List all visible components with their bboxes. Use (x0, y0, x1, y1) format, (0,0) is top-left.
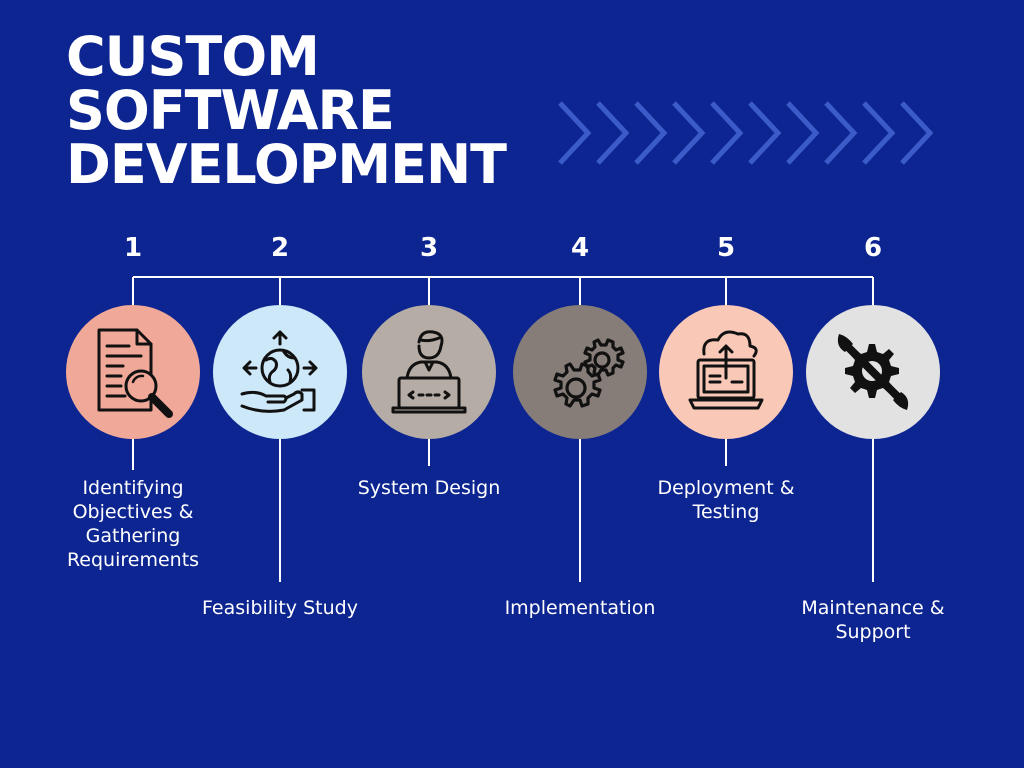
step-circle (513, 305, 647, 439)
step-number: 2 (270, 233, 290, 263)
step-circle (806, 305, 940, 439)
title-line-1: CUSTOM (66, 25, 320, 88)
step-circle (362, 305, 496, 439)
gears-icon (553, 338, 625, 408)
document-search-icon (97, 328, 173, 418)
globe-hand-icon (240, 330, 318, 413)
developer-laptop-icon (391, 330, 467, 414)
step-label: Implementation (504, 597, 656, 619)
step-number: 1 (123, 233, 143, 263)
step-circle (66, 305, 200, 439)
step-circle (659, 305, 793, 439)
chevron-arrow (710, 101, 744, 165)
step-label: Feasibility Study (202, 597, 358, 619)
title-line-2: SOFTWARE (66, 79, 395, 142)
chevron-arrow (748, 101, 782, 165)
chevron-arrow (634, 101, 668, 165)
chevron-arrow (786, 101, 820, 165)
chevron-arrow (672, 101, 706, 165)
step-label: Deployment & Testing (657, 477, 795, 523)
wrench-gear-icon (837, 334, 909, 410)
step-number: 6 (863, 233, 883, 263)
step-number: 4 (570, 233, 590, 263)
chevron-arrow (862, 101, 896, 165)
step-label: Maintenance & Support (801, 597, 945, 643)
step-label: Identifying Objectives & Gathering Requi… (66, 477, 200, 571)
step-label: System Design (357, 477, 501, 499)
chevron-arrow (900, 101, 934, 165)
title-line-3: DEVELOPMENT (66, 133, 507, 196)
chevron-arrow (558, 101, 592, 165)
chevron-arrow (596, 101, 630, 165)
step-number: 3 (419, 233, 439, 263)
page-title: CUSTOM SOFTWARE DEVELOPMENT (66, 25, 507, 196)
chevron-arrow (824, 101, 858, 165)
step-circle (213, 305, 347, 439)
chevron-arrows-decoration (558, 101, 934, 165)
cloud-laptop-upload-icon (688, 330, 764, 410)
step-number: 5 (716, 233, 736, 263)
